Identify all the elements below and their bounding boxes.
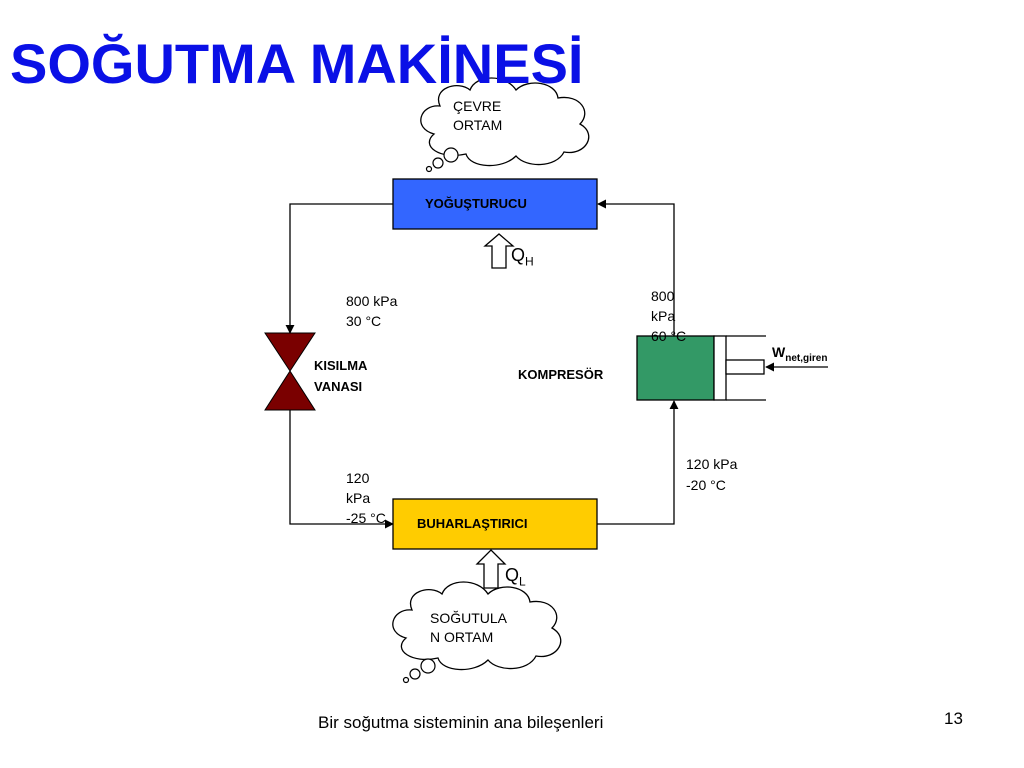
evaporator-label: BUHARLAŞTIRICI [417,516,528,531]
condenser-box [392,178,598,230]
qh-label: QH [511,245,534,269]
compressor-label: KOMPRESÖR [518,367,604,382]
valve-label-line1: KISILMA [314,358,368,373]
hot-environment-label-line1: ÇEVRE [453,98,502,114]
expansion-valve [264,332,316,411]
thought-bubble-medium [432,157,444,169]
thought-bubble-small [425,165,433,173]
page-number: 13 [944,709,963,728]
condenser-label: YOĞUŞTURUCU [425,196,527,211]
cold-environment-label-line1: SOĞUTULA [430,610,508,626]
cold-environment-label-line2: N ORTAM [430,629,494,645]
state-2-pressure-value: 800 [651,288,675,304]
qh-hollow-arrow [483,233,515,269]
pipe-evaporator-to-compressor [597,400,679,525]
pipe-valve-to-evaporator [289,410,394,529]
state-4-pressure-unit: kPa [346,490,371,506]
pipe-compressor-to-condenser [597,199,675,336]
pipe-condenser-to-valve [285,203,393,334]
state-3-pressure: 800 kPa [346,293,398,309]
state-3-temperature: 30 °C [346,313,382,329]
hot-environment-cloud [420,77,590,173]
state-2-pressure-unit: kPa [651,308,676,324]
ql-label: QL [505,565,526,589]
compressor-piston-rod [725,359,765,375]
evaporator-box [392,498,598,550]
hot-environment-label-line2: ORTAM [453,117,503,133]
thought-bubble-medium [409,668,421,680]
compressor-cylinder [713,335,727,401]
page-title: SOĞUTMA MAKİNESİ [10,32,584,95]
state-4-temperature: -25 °C [346,510,386,526]
cycle-piping [285,199,828,529]
ql-hollow-arrow [475,549,507,589]
state-4-pressure-value: 120 [346,470,370,486]
state-1-temperature: -20 °C [686,477,726,493]
compressor-body [636,335,715,401]
compressor [636,335,766,401]
thought-bubble-large [443,147,459,163]
figure-caption: Bir soğutma sisteminin ana bileşenleri [318,713,604,732]
thought-bubble-small [402,676,410,684]
cold-environment-cloud [392,581,562,684]
state-1-pressure: 120 kPa [686,456,738,472]
valve-label-line2: VANASI [314,379,363,394]
state-2-temperature: 60 °C [651,328,687,344]
work-input-label: Wnet,giren [772,344,828,364]
thought-bubble-large [420,658,436,674]
